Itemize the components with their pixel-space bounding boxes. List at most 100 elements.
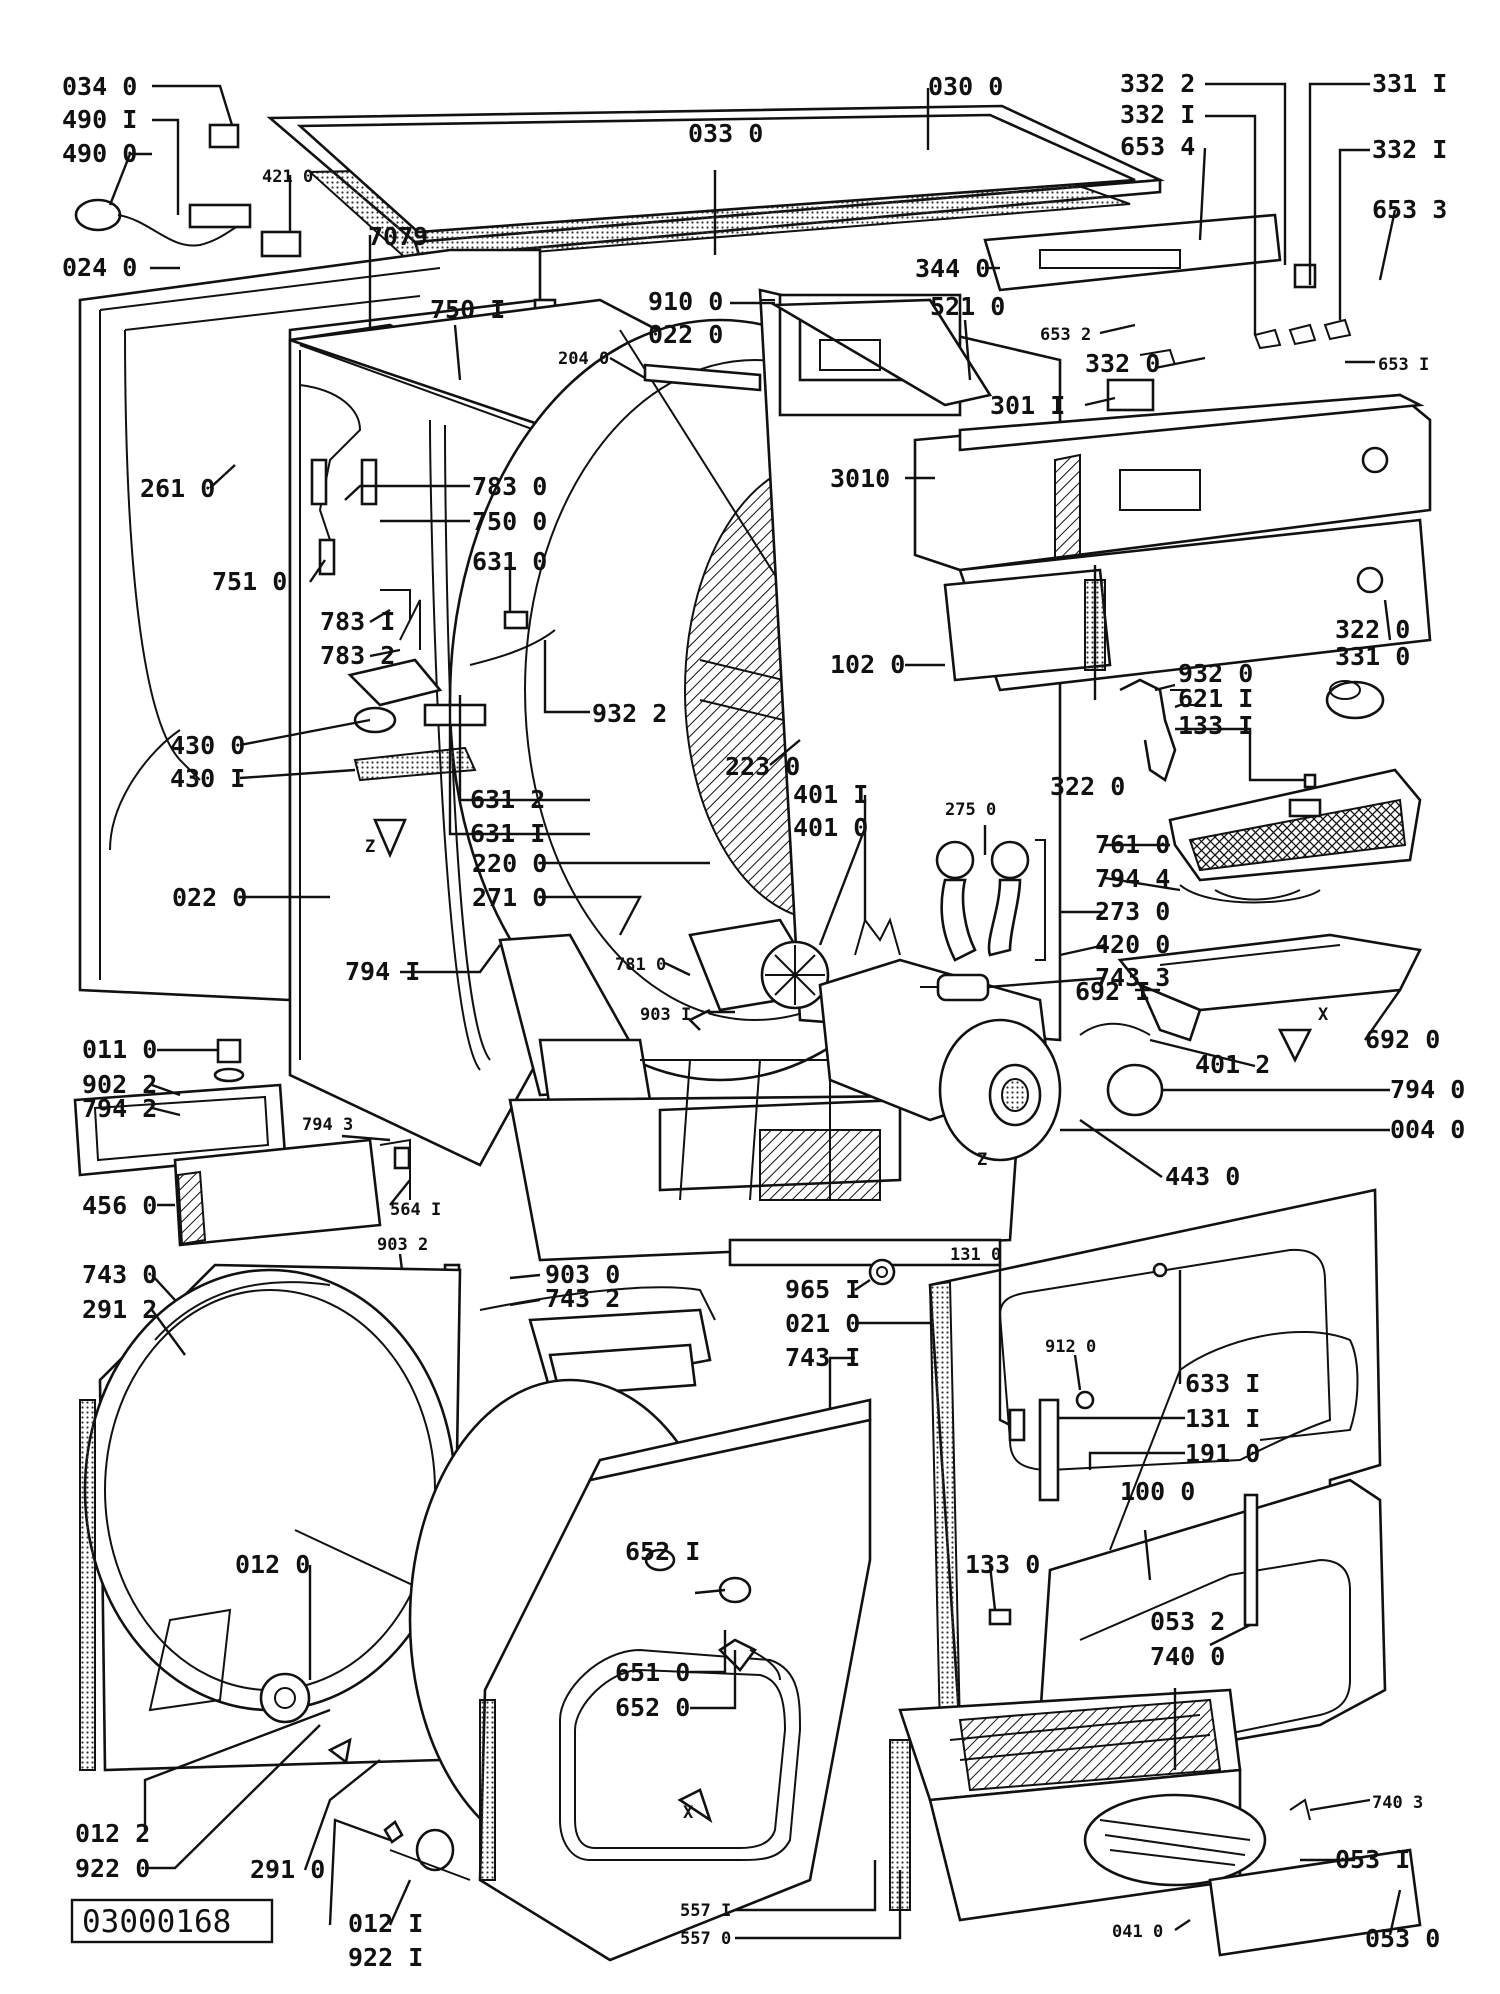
control-panel-part bbox=[913, 393, 1432, 692]
control-knob-part bbox=[1325, 680, 1385, 720]
heater-duct-part bbox=[498, 933, 1022, 1267]
axis-marker-x: X bbox=[1318, 1005, 1329, 1025]
water-container-part bbox=[889, 1688, 1267, 1922]
part-label: 652 I bbox=[625, 1537, 700, 1566]
rear-console-part bbox=[770, 298, 993, 407]
side-panel-part bbox=[78, 248, 557, 1002]
part-label: 743 0 bbox=[82, 1260, 157, 1289]
part-label: 332 I bbox=[1120, 100, 1195, 129]
leader-lines bbox=[108, 82, 1402, 1940]
thermostat-assembly-part bbox=[299, 384, 487, 782]
part-label: 794 3 bbox=[302, 1115, 353, 1135]
part-label: 011 0 bbox=[82, 1035, 157, 1064]
part-label: 932 2 bbox=[592, 699, 667, 728]
part-label: 401 I bbox=[793, 780, 868, 809]
capacitor-part bbox=[920, 973, 990, 1002]
part-label: 420 0 bbox=[1095, 930, 1170, 959]
axis-marker-z: Z bbox=[365, 837, 375, 857]
part-label: 301 I bbox=[990, 391, 1065, 420]
part-label: 004 0 bbox=[1390, 1115, 1465, 1144]
part-label: 012 2 bbox=[75, 1819, 150, 1848]
indicator-lamps-part bbox=[1106, 318, 1352, 412]
part-label: 331 I bbox=[1372, 69, 1447, 98]
part-label: 271 0 bbox=[472, 883, 547, 912]
part-label: 922 0 bbox=[75, 1854, 150, 1883]
part-label: 743 3 bbox=[1095, 963, 1170, 992]
part-label: 912 0 bbox=[1045, 1337, 1096, 1357]
part-label: 922 I bbox=[348, 1943, 423, 1972]
part-label: 100 0 bbox=[1120, 1477, 1195, 1506]
drawing-code: 03000168 bbox=[82, 1904, 231, 1940]
part-label: 273 0 bbox=[1095, 897, 1170, 926]
part-label: 331 0 bbox=[1335, 642, 1410, 671]
switch-part bbox=[988, 1608, 1012, 1626]
part-label: 750 I bbox=[430, 295, 505, 324]
part-label: 322 0 bbox=[1335, 615, 1410, 644]
part-label: 053 0 bbox=[1365, 1924, 1440, 1953]
rear-bulkhead-part bbox=[79, 1263, 531, 1772]
part-label: 794 2 bbox=[82, 1094, 157, 1123]
part-label: 401 0 bbox=[793, 813, 868, 842]
part-label: 794 0 bbox=[1390, 1075, 1465, 1104]
part-label: 220 0 bbox=[472, 849, 547, 878]
part-label: 903 0 bbox=[545, 1260, 620, 1289]
seal-ring-part bbox=[1106, 1063, 1164, 1117]
part-label: 021 0 bbox=[785, 1309, 860, 1338]
part-label: 133 I bbox=[1178, 711, 1253, 740]
part-label: 740 0 bbox=[1150, 1642, 1225, 1671]
part-label: 692 I bbox=[1075, 977, 1150, 1006]
part-label: 490 I bbox=[62, 105, 137, 134]
part-label: 421 0 bbox=[262, 167, 313, 187]
part-label: 7079 bbox=[368, 222, 428, 251]
part-label: 344 0 bbox=[915, 254, 990, 283]
z-arrow-left bbox=[373, 818, 407, 859]
part-label: 653 4 bbox=[1120, 132, 1195, 161]
part-label: 743 I bbox=[785, 1343, 860, 1372]
part-label: 903 I bbox=[640, 1005, 691, 1025]
bearing-part bbox=[327, 1737, 471, 1881]
part-label: 131 I bbox=[1185, 1404, 1260, 1433]
part-label: 783 I bbox=[320, 607, 395, 636]
part-label: 430 I bbox=[170, 764, 245, 793]
part-label: 291 2 bbox=[82, 1295, 157, 1324]
fan-housing-part bbox=[818, 958, 1062, 1162]
part-label: 557 0 bbox=[680, 1929, 731, 1949]
part-label: 030 0 bbox=[928, 72, 1003, 101]
heater-gasket-part bbox=[73, 1038, 287, 1177]
part-label: 932 0 bbox=[1178, 659, 1253, 688]
part-label: 781 0 bbox=[615, 955, 666, 975]
part-label: 564 I bbox=[390, 1200, 441, 1220]
bracket-part bbox=[1289, 1798, 1311, 1821]
part-label: 332 I bbox=[1372, 135, 1447, 164]
part-label: 651 0 bbox=[615, 1658, 690, 1687]
part-label: 133 0 bbox=[965, 1550, 1040, 1579]
part-label: 903 2 bbox=[377, 1235, 428, 1255]
wire-connector-part bbox=[469, 610, 556, 666]
motor-part bbox=[687, 918, 830, 1031]
part-label: 794 4 bbox=[1095, 864, 1170, 893]
part-label: 456 0 bbox=[82, 1191, 157, 1220]
part-label: 490 0 bbox=[62, 139, 137, 168]
part-label: 034 0 bbox=[62, 72, 137, 101]
part-label: 022 0 bbox=[648, 320, 723, 349]
part-label: 910 0 bbox=[648, 287, 723, 316]
lint-filter-part bbox=[1168, 768, 1422, 904]
door-switch-part bbox=[1119, 678, 1317, 789]
axis-marker-z: Z bbox=[977, 1150, 987, 1170]
part-label: 692 0 bbox=[1365, 1025, 1440, 1054]
door-knob-part bbox=[868, 1258, 896, 1286]
axis-markers: Z Z X X bbox=[365, 837, 1329, 1823]
part-label: 131 0 bbox=[950, 1245, 1001, 1265]
heater-element-part bbox=[173, 1138, 411, 1247]
part-label: 322 0 bbox=[1050, 772, 1125, 801]
part-label: 3010 bbox=[830, 464, 890, 493]
part-label: 743 2 bbox=[545, 1284, 620, 1313]
clamp-part bbox=[1079, 1022, 1151, 1036]
part-labels: 034 0 490 I 490 0 421 0 024 0 7079 030 0… bbox=[62, 69, 1465, 1972]
part-label: 631 0 bbox=[472, 547, 547, 576]
part-label: 750 0 bbox=[472, 507, 547, 536]
part-label: 740 3 bbox=[1372, 1793, 1423, 1813]
part-label: 794 I bbox=[345, 957, 420, 986]
part-label: 291 0 bbox=[250, 1855, 325, 1884]
